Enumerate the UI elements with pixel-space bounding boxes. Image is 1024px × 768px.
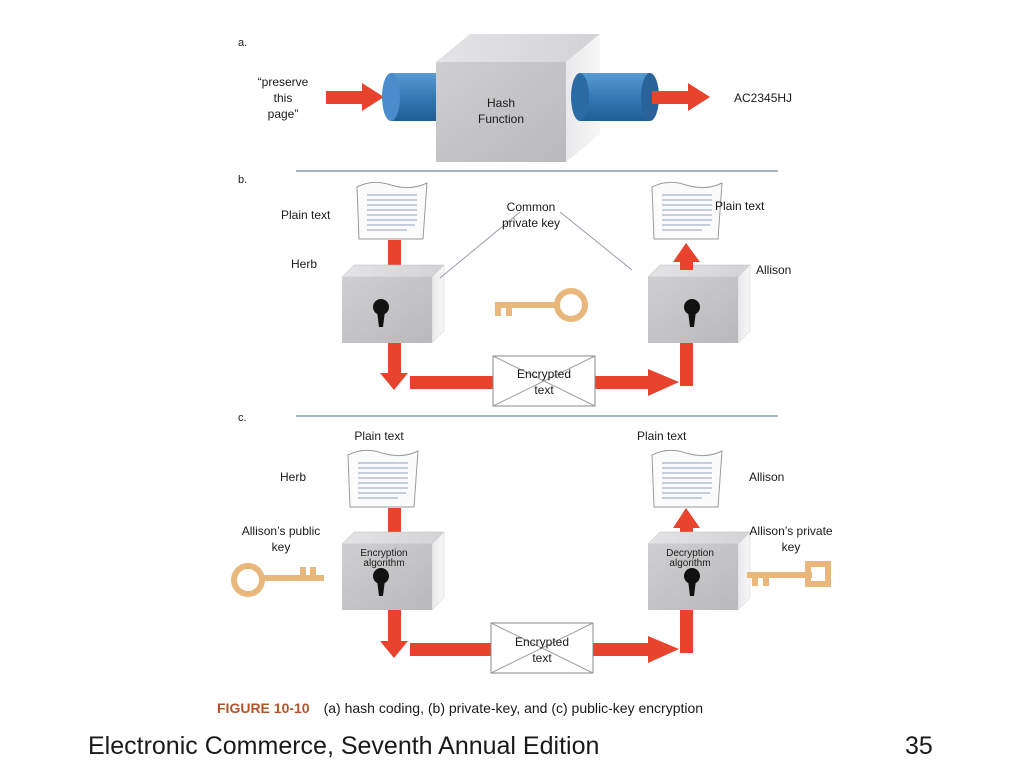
hash-box-line-2: Function: [478, 112, 524, 126]
hash-input-arrow: [326, 83, 384, 111]
b-plain-text-left: Plain text: [281, 208, 331, 222]
b-plain-text-right: Plain text: [715, 199, 765, 213]
hash-box-line-1: Hash: [487, 96, 515, 110]
b-encrypt-flow-arrow: [380, 343, 693, 396]
b-envelope-line-2: text: [534, 383, 554, 397]
c-decryption-line-1: Decryption: [666, 548, 714, 559]
c-plain-document-right: [651, 449, 723, 508]
c-decryption-line-2: algorithm: [669, 558, 710, 569]
c-envelope-line-2: text: [532, 651, 552, 665]
c-private-key-line-2: key: [782, 540, 801, 554]
section-c-label: c.: [238, 412, 247, 424]
c-plain-text-right: Plain text: [637, 429, 687, 443]
b-encrypted-envelope: [492, 355, 596, 407]
key-icon: [231, 563, 324, 597]
b-arrow-doc-to-lock: [388, 240, 401, 268]
b-sender-herb: Herb: [291, 257, 317, 271]
figure-number: FIGURE 10-10: [217, 700, 310, 716]
hash-output-cylinder: [571, 73, 659, 121]
footer-page-number: 35: [905, 732, 933, 760]
hash-function-box: [436, 34, 600, 162]
hash-input-line-2: this: [274, 91, 293, 105]
b-common-key-line-1: Common: [507, 200, 556, 214]
c-public-key-line-2: key: [272, 540, 291, 554]
key-icon: [747, 561, 831, 587]
b-lock-box-left: [341, 264, 445, 344]
c-plain-document-left: [347, 449, 419, 508]
b-common-key-line-2: private key: [502, 216, 560, 230]
hash-input-line-3: page”: [268, 107, 299, 121]
c-public-key-line-1: Allison’s public: [242, 524, 321, 538]
c-encrypt-flow-arrow: [380, 610, 693, 663]
figure-caption: FIGURE 10-10 (a) hash coding, (b) private…: [217, 700, 703, 716]
key-icon: [495, 288, 588, 322]
c-plain-text-left: Plain text: [354, 429, 404, 443]
c-sender-herb: Herb: [280, 470, 306, 484]
footer-book-title: Electronic Commerce, Seventh Annual Edit…: [88, 732, 600, 760]
hash-input-line-1: “preserve: [258, 75, 309, 89]
b-receiver-allison: Allison: [756, 263, 791, 277]
hash-output-arrow: [652, 83, 710, 111]
b-key-callout-right: [559, 211, 633, 271]
c-arrow-doc-to-encrypt: [388, 508, 401, 536]
hash-output-value: AC2345HJ: [734, 91, 792, 105]
hash-input-cylinder: [382, 73, 443, 121]
b-plain-document-right: [651, 181, 723, 240]
section-b-label: b.: [238, 174, 247, 186]
b-key-callout-left: [439, 211, 521, 279]
b-envelope-line-1: Encrypted: [517, 367, 571, 381]
c-encryption-box: [341, 531, 445, 611]
c-private-key-line-1: Allison’s private: [749, 524, 832, 538]
figure-caption-text: (a) hash coding, (b) private-key, and (c…: [323, 700, 704, 716]
section-a-label: a.: [238, 37, 247, 49]
c-encryption-line-2: algorithm: [363, 558, 404, 569]
c-envelope-line-1: Encrypted: [515, 635, 569, 649]
b-plain-document-left: [356, 181, 428, 240]
c-decryption-box: [647, 531, 751, 611]
c-receiver-allison: Allison: [749, 470, 784, 484]
c-encryption-line-1: Encryption: [360, 548, 407, 559]
b-arrow-lock-to-doc: [673, 243, 700, 270]
